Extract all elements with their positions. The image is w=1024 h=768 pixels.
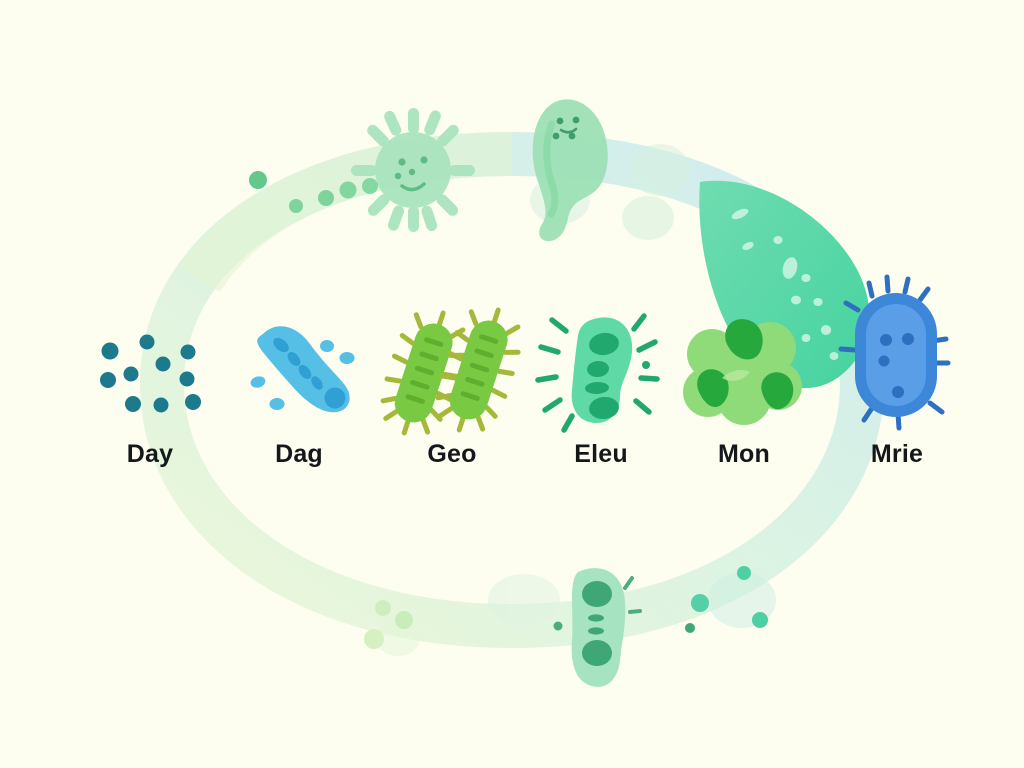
- eleu-rays: [535, 313, 660, 433]
- specimen-label-mrie[interactable]: Mrie: [870, 440, 924, 468]
- specimen-label-geo[interactable]: Geo: [427, 440, 477, 468]
- specimen-label-day[interactable]: Day: [126, 440, 174, 468]
- arc-accent-dots: [364, 566, 768, 649]
- eleu-organelles: [585, 332, 619, 420]
- mrie-granules: [878, 333, 914, 398]
- cell-rays: [623, 576, 642, 614]
- pili-right: [435, 307, 521, 433]
- piliated-capsule-icon: [838, 274, 951, 431]
- virus-face: [394, 156, 428, 192]
- bacillus-satellites: [250, 340, 355, 410]
- curved-bacillus-icon: [250, 326, 355, 413]
- mrie-pili: [838, 274, 951, 431]
- spore-dot-trail: [249, 171, 378, 213]
- pale-green-blob-icon: [532, 99, 608, 242]
- piliated-rod-pair-icon: [380, 307, 521, 436]
- specimen-label-mon[interactable]: Mon: [718, 440, 770, 468]
- spiky-virus-icon: [351, 108, 475, 232]
- radiating-peanut-cell-icon: [535, 313, 660, 433]
- specimen-label-eleu[interactable]: Eleu: [574, 440, 628, 468]
- cell-vacuoles: [582, 581, 612, 666]
- bacillus-granules: [273, 337, 346, 409]
- cluster-dark-lobes: [697, 319, 794, 410]
- lobed-cluster-icon: [683, 319, 802, 425]
- specimen-label-dag[interactable]: Dag: [275, 440, 323, 468]
- blob-face: [552, 116, 580, 140]
- bottom-mint-cell-icon: [553, 568, 642, 687]
- rod-dashes-right: [460, 334, 499, 401]
- rod-dashes-left: [405, 337, 444, 404]
- coccus-dot-cluster-icon: [100, 334, 201, 413]
